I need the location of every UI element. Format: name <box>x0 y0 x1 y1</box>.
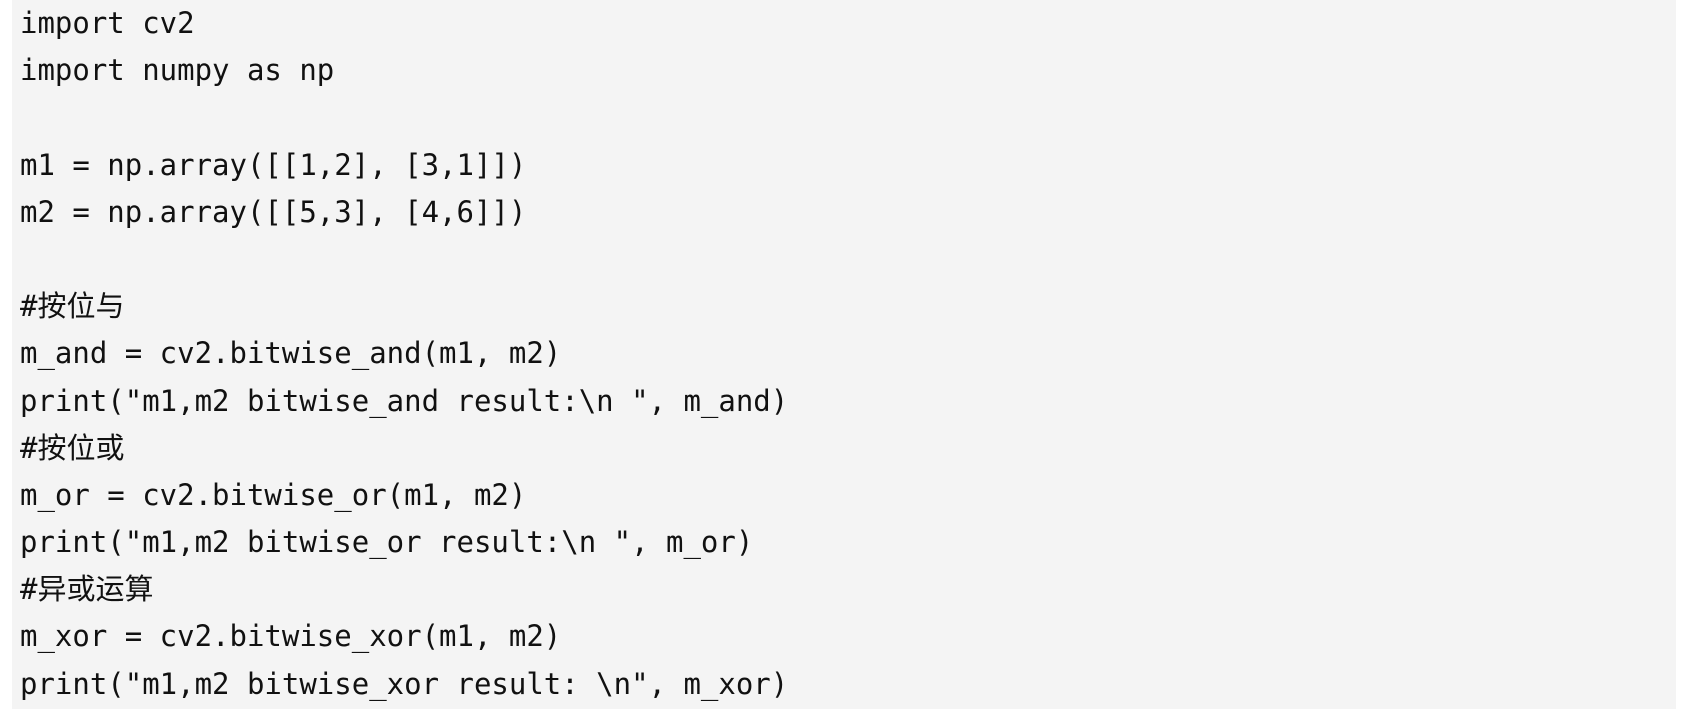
code-line-m1-array: m1 = np.array([[1,2], [3,1]]) <box>20 147 527 182</box>
code-line-m-xor: m_xor = cv2.bitwise_xor(m1, m2) <box>20 619 562 654</box>
code-line-print-xor: print("m1,m2 bitwise_xor result: \n", m_… <box>20 666 789 701</box>
code-comment-bitwise-and: #按位与 <box>20 289 125 324</box>
code-line-m-or: m_or = cv2.bitwise_or(m1, m2) <box>20 477 527 512</box>
code-comment-bitwise-or: #按位或 <box>20 430 125 465</box>
code-blank-line <box>20 96 1676 143</box>
code-blank-line <box>20 238 1676 285</box>
code-line-m2-array: m2 = np.array([[5,3], [4,6]]) <box>20 194 527 229</box>
code-line-import-cv2: import cv2 <box>20 6 195 40</box>
code-block: import cv2 import numpy as np m1 = np.ar… <box>12 0 1676 709</box>
code-line-m-and: m_and = cv2.bitwise_and(m1, m2) <box>20 336 562 371</box>
code-line-print-and: print("m1,m2 bitwise_and result:\n ", m_… <box>20 383 789 418</box>
code-comment-xor: #异或运算 <box>20 572 154 607</box>
code-line-import-numpy: import numpy as np <box>20 53 335 88</box>
code-line-print-or: print("m1,m2 bitwise_or result:\n ", m_o… <box>20 525 754 560</box>
